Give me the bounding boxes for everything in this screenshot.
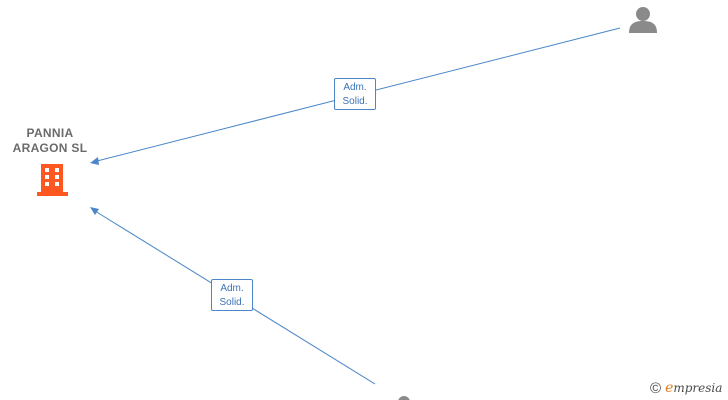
edge-role-label[interactable]: Adm. Solid.	[334, 78, 376, 110]
person-icon[interactable]	[398, 396, 410, 400]
copyright-icon: ©	[650, 380, 662, 397]
edge-role-line2: Solid.	[342, 96, 368, 107]
edge-role-line1: Adm.	[220, 283, 244, 294]
person-icon[interactable]	[629, 7, 657, 33]
company-name-line2: ARAGON SL	[12, 141, 88, 155]
brand-logo: ©empresia	[650, 380, 722, 397]
building-icon[interactable]	[37, 164, 68, 196]
edge-arrowhead	[90, 207, 99, 215]
edge-role-label[interactable]: Adm. Solid.	[211, 279, 253, 311]
edge-arrowhead	[90, 157, 99, 165]
company-name[interactable]: PANNIA ARAGON SL	[4, 126, 96, 156]
edge-role-line2: Solid.	[219, 297, 245, 308]
brand-initial: e	[665, 380, 674, 396]
edge-role-line1: Adm.	[343, 82, 367, 93]
brand-name: mpresia	[673, 381, 723, 395]
company-name-line1: PANNIA	[26, 126, 74, 140]
